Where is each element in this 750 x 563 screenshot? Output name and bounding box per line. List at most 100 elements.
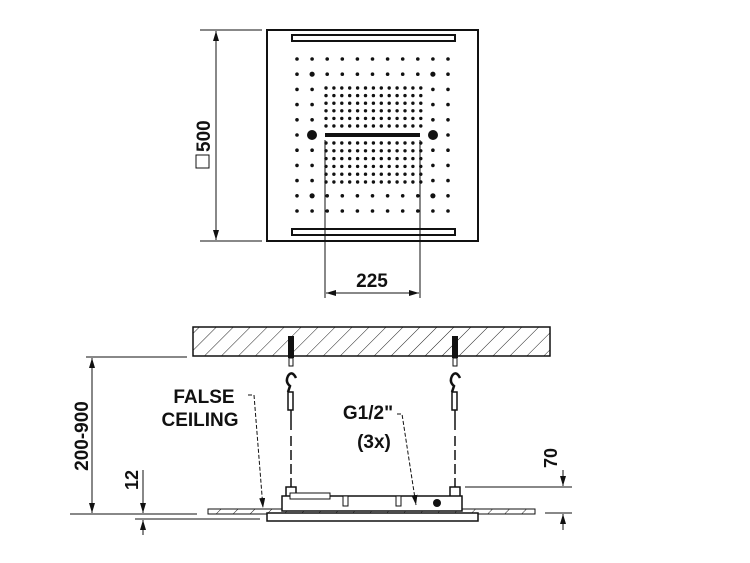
nozzle	[363, 156, 368, 161]
nozzle	[419, 109, 423, 113]
nozzle	[395, 156, 399, 161]
nozzle	[324, 101, 328, 105]
inlet-2	[395, 495, 402, 507]
nozzle	[446, 163, 450, 168]
nozzle	[310, 102, 314, 107]
nozzle	[371, 172, 376, 176]
nozzle	[395, 172, 399, 176]
nozzle	[324, 109, 328, 113]
nozzle	[400, 209, 405, 213]
nozzle	[446, 133, 450, 137]
nozzle	[403, 141, 407, 145]
nozzle	[403, 124, 407, 128]
nozzle	[411, 172, 415, 176]
nozzle	[340, 101, 344, 105]
nozzle	[379, 101, 383, 105]
nozzle	[355, 141, 360, 145]
nozzle	[340, 72, 345, 76]
nozzle	[355, 164, 360, 169]
nozzle	[332, 86, 336, 90]
body-height-label: 70	[541, 448, 561, 468]
nozzle	[325, 72, 330, 76]
nozzle	[431, 148, 435, 152]
nozzle	[324, 116, 328, 121]
nozzle	[371, 101, 376, 105]
nozzle	[340, 164, 344, 169]
nozzle	[395, 164, 399, 169]
inlet-1	[342, 495, 349, 507]
nozzle	[340, 180, 344, 184]
nozzle	[379, 164, 383, 169]
ceiling-slab	[192, 326, 551, 357]
nozzle	[295, 57, 299, 61]
nozzle	[411, 141, 415, 145]
nozzle-large-right	[428, 130, 438, 140]
nozzle	[355, 180, 360, 184]
nozzle	[395, 101, 399, 105]
nozzle	[379, 172, 383, 176]
nozzle	[355, 194, 360, 198]
nozzle	[411, 149, 415, 153]
nozzle	[340, 116, 344, 121]
nozzle	[403, 164, 407, 169]
dimension-12: 12	[122, 470, 260, 535]
nozzle	[416, 194, 420, 198]
nozzle	[363, 93, 368, 98]
nozzle	[400, 194, 405, 198]
nozzle	[379, 124, 383, 128]
nozzle	[310, 178, 314, 183]
nozzle	[355, 109, 360, 113]
nozzle	[355, 209, 360, 213]
nozzle	[340, 172, 344, 176]
nozzle	[370, 72, 375, 76]
nozzle	[363, 124, 368, 128]
nozzle-grid	[295, 57, 450, 213]
nozzle	[431, 209, 435, 213]
nozzle	[431, 57, 435, 61]
nozzle	[395, 124, 399, 128]
nozzle	[387, 86, 391, 90]
nozzle	[379, 86, 383, 90]
thickness-label: 12	[122, 470, 142, 490]
nozzle	[371, 164, 376, 169]
nozzle	[340, 109, 344, 113]
nozzle	[348, 86, 352, 90]
shower-plate	[266, 512, 479, 522]
nozzle	[387, 149, 391, 153]
nozzle	[332, 109, 336, 113]
nozzle	[332, 101, 336, 105]
nozzle	[348, 156, 352, 161]
nozzle	[411, 93, 415, 98]
nozzle	[348, 180, 352, 184]
nozzle	[446, 178, 450, 183]
nozzle	[411, 180, 415, 184]
nozzle-large-left	[307, 130, 317, 140]
nozzle	[419, 101, 423, 105]
nozzle	[332, 124, 336, 128]
nozzle	[340, 141, 344, 145]
nozzle	[363, 109, 368, 113]
nozzle	[387, 93, 391, 98]
nozzle	[348, 93, 352, 98]
nozzle	[371, 116, 376, 121]
nozzle	[403, 172, 407, 176]
nozzle	[395, 141, 399, 145]
nozzle	[446, 148, 450, 152]
nozzle	[446, 102, 450, 107]
nozzle	[431, 163, 435, 168]
nozzle	[430, 193, 436, 199]
nozzle	[403, 156, 407, 161]
nozzle	[379, 149, 383, 153]
nozzle	[295, 178, 299, 183]
nozzle	[348, 101, 352, 105]
nozzle	[385, 57, 390, 61]
nozzle	[324, 93, 328, 98]
nozzle	[363, 172, 368, 176]
nozzle	[411, 116, 415, 121]
nozzle	[387, 172, 391, 176]
nozzle	[411, 156, 415, 161]
nozzle	[419, 116, 423, 121]
nozzle	[431, 178, 435, 183]
nozzle	[403, 109, 407, 113]
nozzle	[309, 71, 315, 77]
